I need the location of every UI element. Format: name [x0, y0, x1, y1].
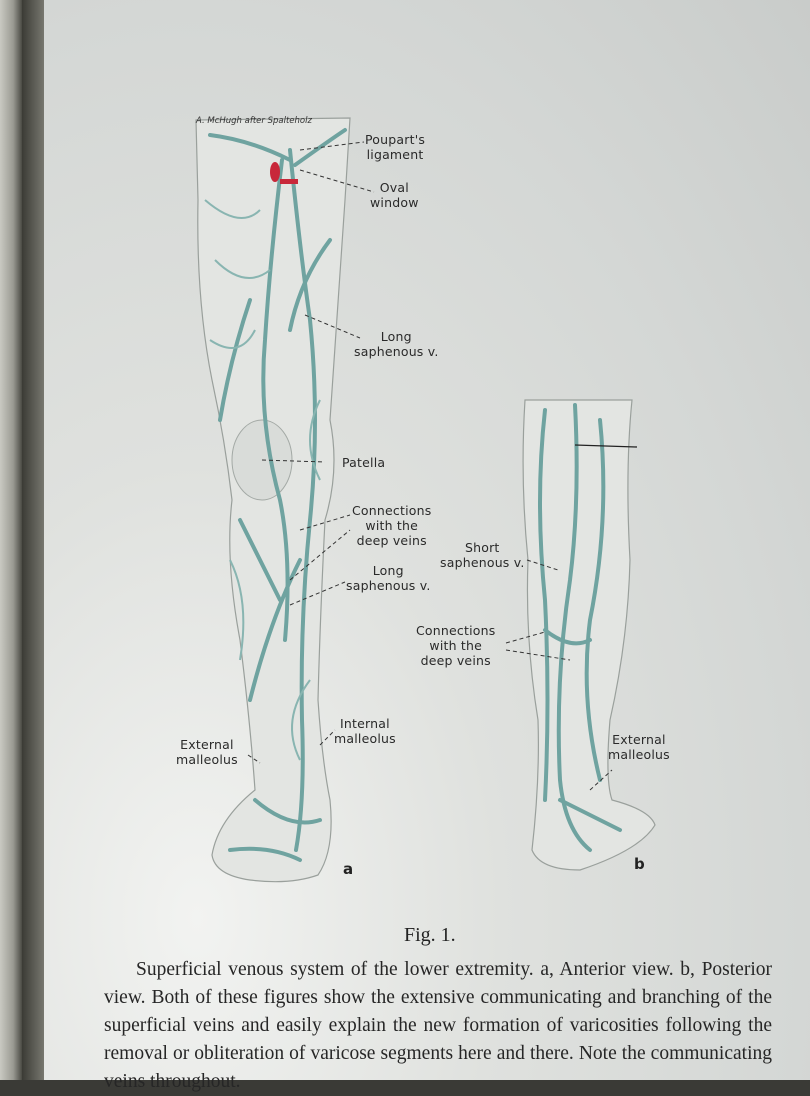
label-line: window	[370, 195, 419, 210]
label-line: saphenous v.	[346, 578, 431, 593]
leader-lines	[247, 141, 613, 791]
label-line: Oval	[379, 180, 409, 195]
label-line: saphenous v.	[440, 555, 525, 570]
book-page	[44, 0, 810, 1080]
label-line: Poupart's	[365, 132, 426, 147]
leg-anterior	[195, 117, 351, 883]
label-line: deep veins	[356, 533, 427, 548]
label-line: Connections	[416, 623, 496, 638]
label-line: Internal	[340, 716, 390, 731]
label-line: malleolus	[176, 752, 238, 767]
label-line: with the	[365, 518, 419, 533]
label-patella: Patella	[342, 455, 386, 470]
label-line: deep veins	[420, 653, 491, 668]
artist-signature: A. McHugh after Spalteholz	[196, 116, 312, 126]
leg-posterior	[522, 399, 656, 871]
view-a-letter: a	[343, 860, 354, 878]
veins-posterior	[538, 403, 622, 852]
label-line: Connections	[352, 503, 432, 518]
caption-text: Superficial venous system of the lower e…	[104, 959, 772, 1092]
book-gutter	[22, 0, 44, 1080]
label-line: Short	[464, 540, 500, 555]
label-line: with the	[429, 638, 483, 653]
figure-caption: Superficial venous system of the lower e…	[104, 956, 772, 1096]
label-line: malleolus	[608, 747, 670, 762]
label-line: Long	[372, 563, 404, 578]
veins-anterior-small	[204, 199, 321, 761]
label-line: External	[180, 737, 234, 752]
veins-anterior	[208, 128, 347, 862]
book-page-edge	[0, 0, 22, 1080]
label-line: saphenous v.	[354, 344, 439, 359]
view-b-letter: b	[634, 855, 645, 873]
label-line: ligament	[366, 147, 424, 162]
label-line: External	[612, 732, 666, 747]
label-line: Long	[380, 329, 412, 344]
label-line: malleolus	[334, 731, 396, 746]
figure-number: Fig. 1.	[404, 924, 456, 946]
